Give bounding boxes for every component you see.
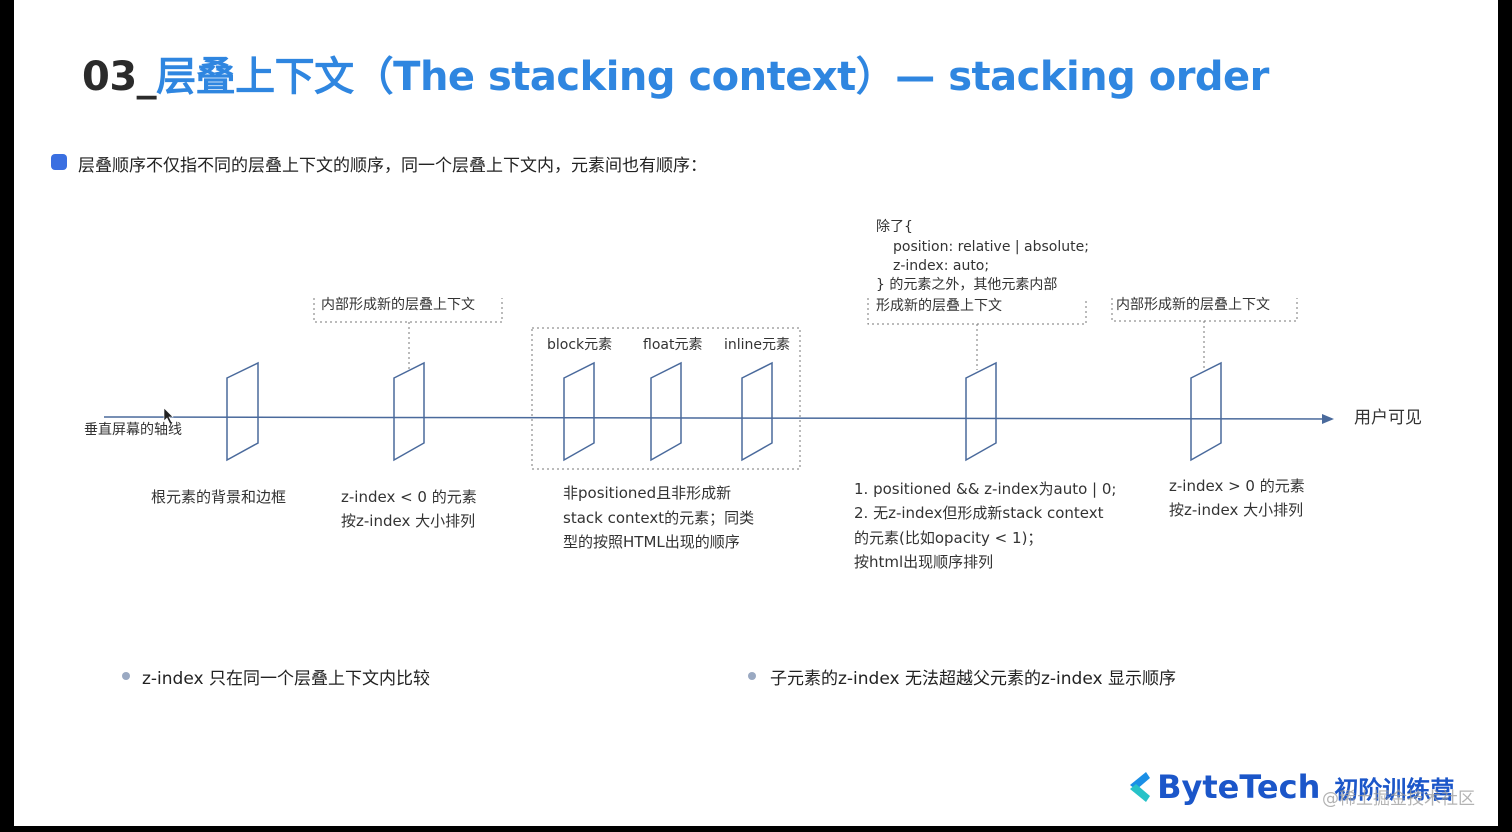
caption-root: 根元素的背景和边框 — [151, 488, 287, 506]
callout-neg: 内部形成新的层叠上下文 — [321, 297, 475, 313]
mouse-cursor-icon — [163, 407, 174, 425]
callout-pos: 内部形成新的层叠上下文 — [1116, 297, 1270, 313]
callout-positioned-line-3: z-index: auto; — [893, 258, 990, 274]
layer-plane-positioned — [965, 361, 997, 462]
callout-positioned-line-5: 形成新的层叠上下文 — [876, 298, 1002, 314]
callout-bracket-neg — [313, 298, 503, 323]
axis-start-label: 垂直屏幕的轴线 — [84, 422, 182, 438]
bottom-note-2: 子元素的z-index 无法超越父元素的z-index 显示顺序 — [770, 669, 1176, 689]
caption-pos-line-1: z-index > 0 的元素 — [1169, 477, 1305, 495]
intro-bullet-icon — [51, 154, 67, 170]
callout-positioned-line-4: } 的元素之外，其他元素内部 — [876, 277, 1058, 293]
bytetech-mark-icon — [1130, 772, 1150, 802]
caption-pos-line-2: 按z-index 大小排列 — [1169, 501, 1304, 519]
watermark: @稀土掘金技术社区 — [1322, 789, 1475, 809]
group-label-float: float元素 — [643, 337, 703, 353]
layer-plane-block — [563, 361, 595, 462]
title-number: 03_ — [82, 54, 157, 100]
logo-brand: ByteTech — [1157, 768, 1321, 806]
layer-plane-float — [650, 361, 682, 462]
caption-positioned-line-3: 的元素(比如opacity < 1)； — [854, 529, 1043, 547]
stacking-order-diagram — [103, 298, 1334, 470]
page-title: 03_层叠上下文（The stacking context）— stacking… — [82, 44, 1269, 102]
layer-plane-neg — [393, 361, 425, 462]
slide: 03_层叠上下文（The stacking context）— stacking… — [14, 0, 1498, 826]
bullet-dot-icon — [122, 672, 130, 680]
callout-positioned-line-1: 除了{ — [876, 219, 913, 235]
axis-line — [103, 413, 1334, 424]
group-label-inline: inline元素 — [724, 337, 791, 353]
caption-nonpositioned-line-2: stack context的元素；同类 — [563, 509, 755, 527]
bottom-note-1: z-index 只在同一个层叠上下文内比较 — [142, 669, 430, 689]
caption-neg-line-2: 按z-index 大小排列 — [341, 512, 476, 530]
intro-text: 层叠顺序不仅指不同的层叠上下文的顺序，同一个层叠上下文内，元素间也有顺序： — [78, 156, 707, 176]
caption-positioned-line-2: 2. 无z-index但形成新stack context — [854, 504, 1104, 522]
bullet-dot-icon — [748, 672, 756, 680]
caption-positioned-line-4: 按html出现顺序排列 — [854, 553, 994, 571]
layer-plane-pos — [1190, 361, 1222, 462]
group-label-block: block元素 — [547, 337, 613, 353]
caption-nonpositioned-line-1: 非positioned且非形成新 — [563, 484, 732, 502]
layer-plane-root — [226, 361, 259, 462]
caption-positioned-line-1: 1. positioned && z-index为auto | 0; — [854, 480, 1117, 498]
layer-plane-inline — [741, 361, 773, 462]
title-text: 层叠上下文（The stacking context）— stacking or… — [156, 54, 1269, 100]
callout-positioned-line-2: position: relative | absolute; — [893, 239, 1089, 255]
bytetech-logo: ByteTech 初阶训练营 — [1126, 768, 1454, 806]
caption-nonpositioned-line-3: 型的按照HTML出现的顺序 — [563, 533, 740, 551]
axis-end-label: 用户可见 — [1354, 408, 1422, 428]
logo-subtitle: 初阶训练营 — [1334, 775, 1455, 804]
caption-neg-line-1: z-index < 0 的元素 — [341, 488, 477, 506]
